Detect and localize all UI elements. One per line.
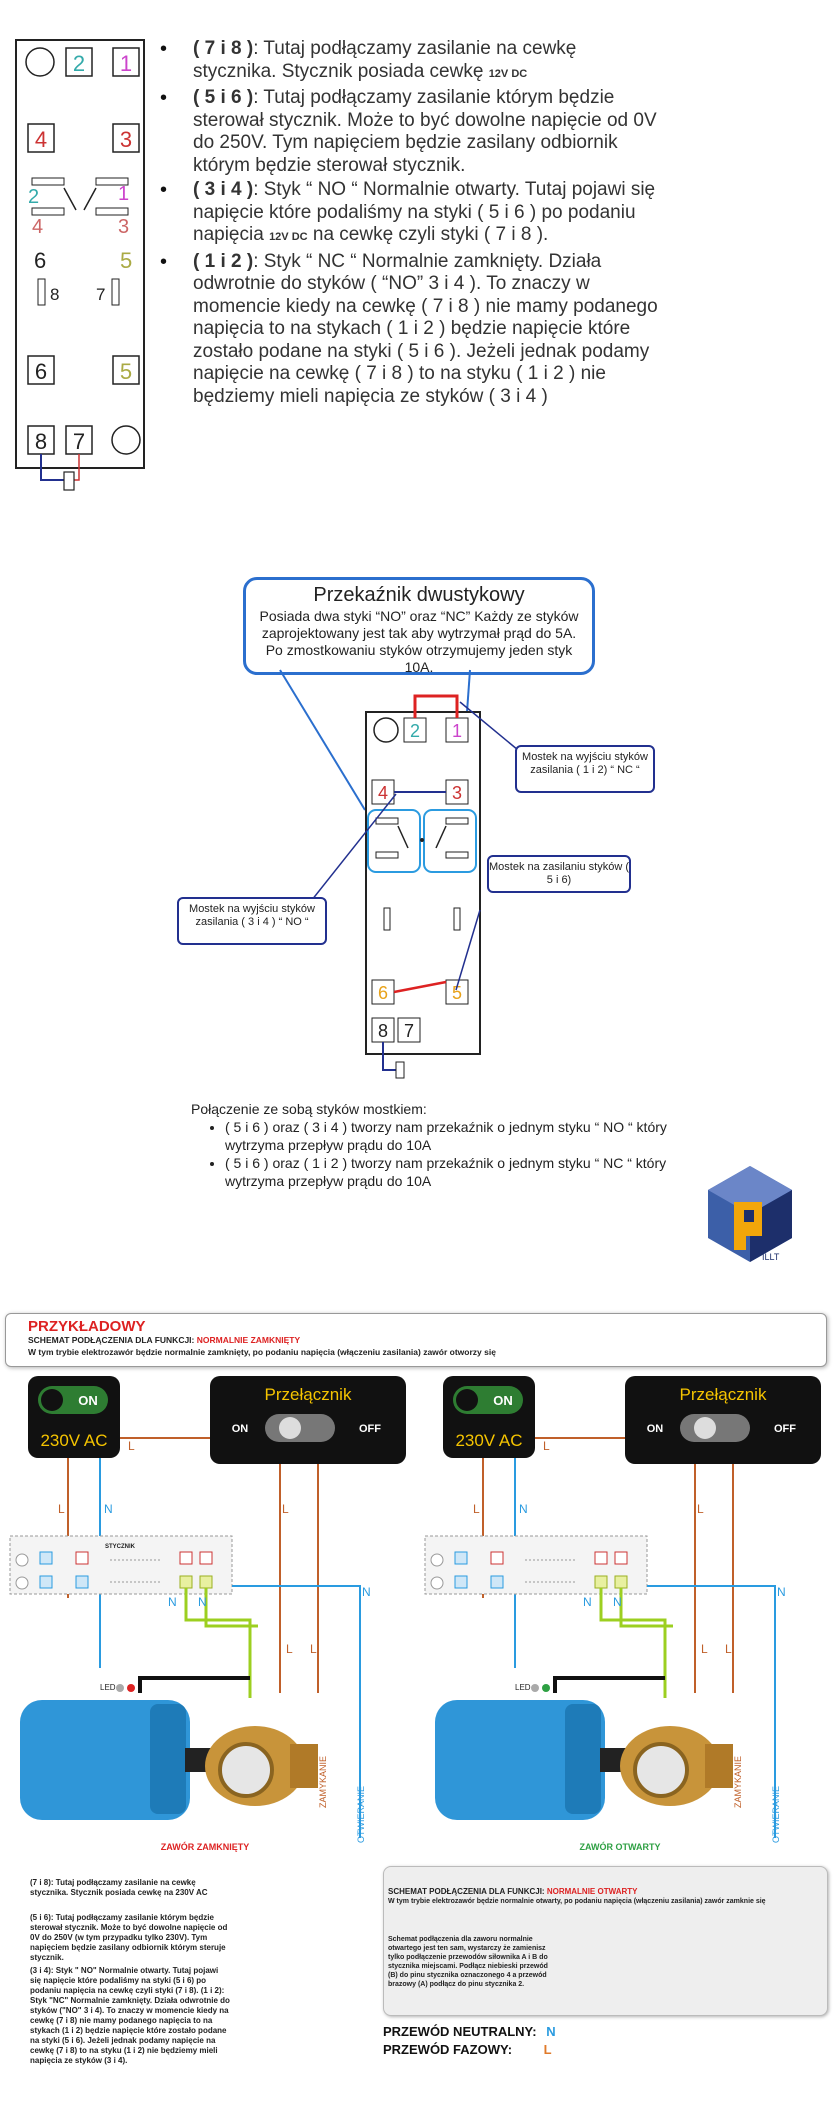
power-on-label: ON [493, 1393, 513, 1408]
pin-label: 4 [32, 216, 43, 238]
valve-state-left: ZAWÓR ZAMKNIĘTY [161, 1841, 250, 1852]
panel-body: Schemat podłączenia dla zaworu normalnie… [388, 1936, 548, 1988]
power-on-label: ON [78, 1393, 98, 1408]
pin-label: 8 [50, 285, 59, 304]
pin-label: 6 [378, 983, 388, 1003]
wire-label: L [473, 1502, 480, 1516]
wire-label: L [701, 1642, 708, 1656]
pin-label: 7 [73, 429, 85, 454]
pin-label: 2 [28, 186, 39, 208]
wire-label: N [168, 1595, 177, 1609]
banner-subtitle: SCHEMAT PODŁĄCZENIA DLA FUNKCJI: NORMALN… [28, 1335, 301, 1345]
otwieranie-label: OTWIERANIE [356, 1786, 366, 1843]
wire-label: N [519, 1502, 528, 1516]
banner-title: PRZYKŁADOWY [28, 1318, 146, 1335]
pin-label: 3 [120, 127, 132, 152]
zamykanie-label: ZAMYKANIE [733, 1756, 743, 1808]
led-label: LED [100, 1683, 116, 1692]
pin-label: 5 [120, 248, 132, 273]
pin-label: 8 [35, 429, 47, 454]
note-56: (5 i 6): Tutaj podłączamy zasilanie któr… [30, 1913, 228, 1962]
power-voltage-label: 230V AC [455, 1431, 522, 1450]
callout-56-bridge: Mostek na zasilaniu styków ( 5 i 6) [487, 855, 631, 893]
relay-title-box: Przekaźnik dwustykowy Posiada dwa styki … [243, 577, 595, 675]
note-78: (7 i 8): Tutaj podłączamy zasilanie na c… [30, 1878, 208, 1897]
bridge-item-no: ( 5 i 6 ) oraz ( 3 i 4 ) tworzy nam prze… [225, 1118, 671, 1154]
pin-label: 5 [452, 983, 462, 1003]
banner-line: W tym trybie elektrozawór będzie normaln… [28, 1347, 496, 1357]
pin-label: 6 [34, 248, 46, 273]
logo-text: ILLT [762, 1252, 780, 1262]
relay-pinout-diagram: 2 1 4 3 2 1 4 3 6 5 8 7 6 5 8 7 [15, 39, 145, 491]
pin-label: 8 [378, 1021, 388, 1041]
pin-label: 2 [410, 721, 420, 741]
power-voltage-label: 230V AC [40, 1431, 107, 1450]
example-banner: PRZYKŁADOWY SCHEMAT PODŁĄCZENIA DLA FUNK… [5, 1313, 827, 1367]
legend-neutral: PRZEWÓD NEUTRALNY: N [383, 2024, 556, 2039]
wire-label: L [697, 1502, 704, 1516]
pin-label: 1 [120, 51, 132, 76]
panel-line: W tym trybie elektrozawór będzie normaln… [388, 1898, 766, 1905]
pin-label: 3 [118, 216, 129, 238]
relay-bridge-diagram: 2 1 4 3 6 5 8 7 [279, 669, 519, 1079]
wire-label: N [613, 1595, 622, 1609]
wire-label: L [725, 1642, 732, 1656]
pin-label: 4 [378, 783, 388, 803]
wire-label: L [58, 1502, 65, 1516]
switch-off-label: OFF [359, 1423, 381, 1435]
pin-label: 4 [35, 127, 47, 152]
wire-label: N [777, 1585, 786, 1599]
wiring-diagram-left: ON 230V AC Przełącznik ON OFF L L N L ST… [9, 1376, 406, 1852]
bridge-explanation: Połączenie ze sobą styków mostkiem: ( 5 … [191, 1100, 671, 1190]
wire-label: L [543, 1439, 550, 1453]
switch-on-label: ON [647, 1423, 664, 1435]
panel-title: SCHEMAT PODŁĄCZENIA DLA FUNKCJI: NORMALN… [388, 1887, 638, 1896]
no-function-panel: SCHEMAT PODŁĄCZENIA DLA FUNKCJI: NORMALN… [383, 1866, 828, 2016]
relay-title: Przekaźnik dwustykowy [313, 584, 525, 606]
relay-title-body: Posiada dwa styki “NO” oraz “NC” Każdy z… [259, 608, 579, 675]
pin-label: 5 [120, 359, 132, 384]
switch-title: Przełącznik [680, 1385, 767, 1404]
wire-label: L [128, 1439, 135, 1453]
bridge-heading: Połączenie ze sobą styków mostkiem: [191, 1101, 427, 1117]
wire-label: N [362, 1585, 371, 1599]
bridge-item-nc: ( 5 i 6 ) oraz ( 1 i 2 ) tworzy nam prze… [225, 1154, 671, 1190]
bullet-78: ( 7 i 8 ): Tutaj podłączamy zasilanie na… [160, 38, 660, 85]
wire-label: L [282, 1502, 289, 1516]
legend-phase: PRZEWÓD FAZOWY: L [383, 2042, 552, 2057]
bullet-12: ( 1 i 2 ): Styk “ NC “ Normalnie zamknię… [160, 251, 660, 409]
brand-logo: ILLT [708, 1166, 792, 1262]
wire-label: L [310, 1642, 317, 1656]
callout-nc-bridge: Mostek na wyjściu styków zasilania ( 1 i… [515, 745, 655, 793]
switch-off-label: OFF [774, 1423, 796, 1435]
wire-label: N [198, 1595, 207, 1609]
bullet-34: ( 3 i 4 ): Styk “ NO “ Normalnie otwarty… [160, 179, 660, 249]
led-label: LED [515, 1683, 531, 1692]
valve-state-right: ZAWÓR OTWARTY [580, 1841, 661, 1852]
pin-description-list: ( 7 i 8 ): Tutaj podłączamy zasilanie na… [160, 38, 660, 410]
wire-label: N [104, 1502, 113, 1516]
pin-label: 7 [404, 1021, 414, 1041]
switch-on-label: ON [232, 1423, 249, 1435]
pin-label: 7 [96, 285, 105, 304]
switch-title: Przełącznik [265, 1385, 352, 1404]
pin-label: 1 [118, 183, 129, 205]
pin-label: 3 [452, 783, 462, 803]
contactor-label: STYCZNIK [105, 1544, 136, 1550]
bullet-56: ( 5 i 6 ): Tutaj podłączamy zasilanie kt… [160, 87, 660, 177]
wire-label: L [286, 1642, 293, 1656]
callout-no-bridge: Mostek na wyjściu styków zasilania ( 3 i… [177, 897, 327, 945]
otwieranie-label: OTWIERANIE [771, 1786, 781, 1843]
pin-label: 6 [35, 359, 47, 384]
pin-label: 1 [452, 721, 462, 741]
zamykanie-label: ZAMYKANIE [318, 1756, 328, 1808]
pin-label: 2 [73, 51, 85, 76]
note-34-12: (3 i 4): Styk " NO" Normalnie otwarty. T… [30, 1966, 230, 2065]
wire-label: N [583, 1595, 592, 1609]
wiring-diagram-right: ON 230V AC Przełącznik ON OFF L L N L N … [424, 1376, 821, 1852]
